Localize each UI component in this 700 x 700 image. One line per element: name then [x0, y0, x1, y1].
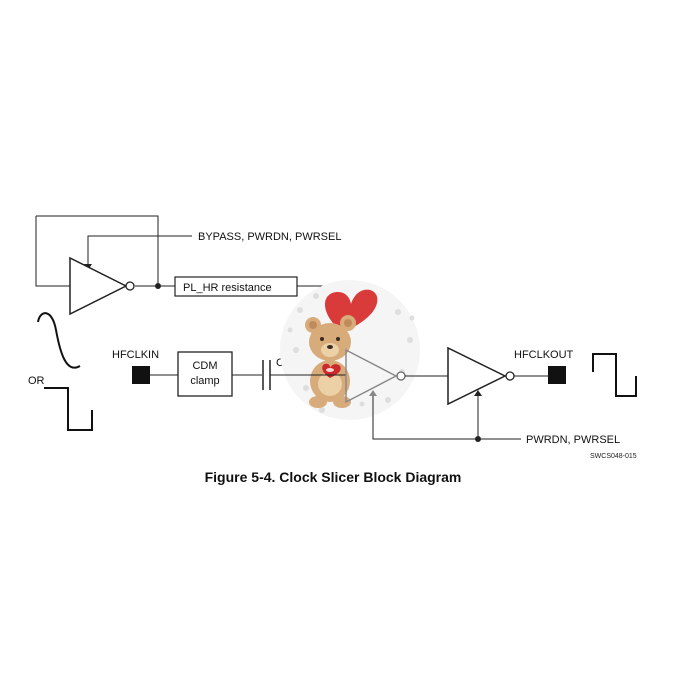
reference-code: SWCS048-015: [590, 453, 637, 460]
sine-wave-icon: [37, 312, 81, 369]
cdm-clamp-block: CDM clamp: [177, 351, 233, 397]
bypass-pwrdn-pwrsel-label: BYPASS, PWRDN, PWRSEL: [198, 231, 341, 243]
figure-caption: Figure 5-4. Clock Slicer Block Diagram: [205, 469, 462, 485]
square-wave-icon: [44, 387, 93, 431]
hfclkout-pin: [548, 366, 566, 384]
top-inverter: [69, 256, 135, 316]
output-square-wave-icon: [592, 353, 637, 397]
pl-hr-resistance-box: PL_HR resistance: [174, 276, 298, 297]
teddy-bear-sticker: [280, 280, 420, 420]
pl-hr-label: PL_HR resistance: [183, 282, 272, 294]
junction-dot-top: [155, 283, 161, 289]
feedback-loop-wires: [35, 215, 192, 287]
slicer-comparator: [345, 348, 406, 404]
hfclkin-pin: [132, 366, 150, 384]
output-inverter: [447, 346, 515, 406]
hfclkout-label: HFCLKOUT: [514, 349, 574, 361]
hfclkin-label: HFCLKIN: [112, 349, 159, 361]
bottom-control-wires: [369, 390, 521, 442]
pwrdn-pwrsel-label: PWRDN, PWRSEL: [526, 434, 620, 446]
clamp-label: clamp: [190, 375, 219, 387]
or-label: OR: [28, 375, 45, 387]
heart-balloon: [325, 289, 378, 332]
cdm-label: CDM: [192, 360, 217, 372]
